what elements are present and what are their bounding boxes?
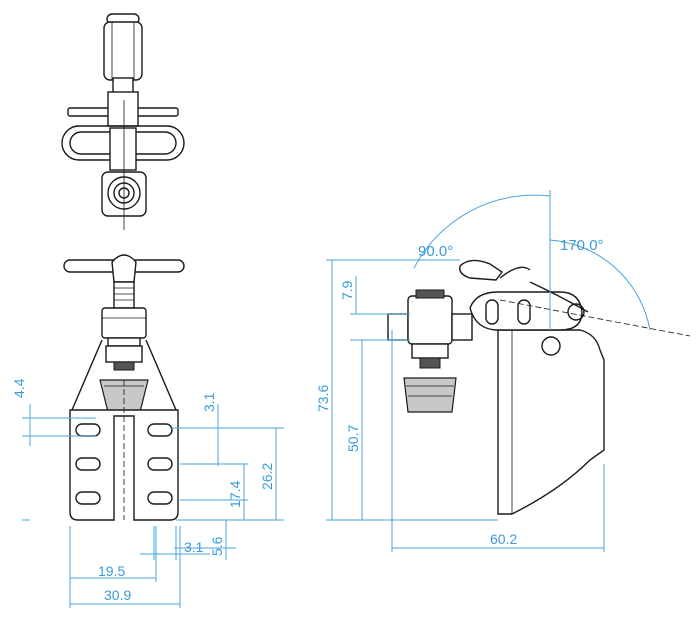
dim-slot-pitch: 17.4	[227, 481, 243, 508]
dim-slot-width: 5.6	[209, 536, 225, 556]
side-dimensions: 73.6 7.9 50.7 60.2 90.0° 170.0°	[315, 190, 651, 552]
dim-overall-height: 73.6	[315, 385, 331, 412]
dim-spindle-offset: 7.9	[339, 280, 355, 300]
side-view	[387, 196, 691, 515]
dim-slot-gap: 3.1	[184, 539, 204, 555]
dim-bolt-offset-top: 4.4	[11, 378, 27, 398]
dim-overall-height-front: 26.2	[259, 463, 275, 490]
front-dimensions: 4.4 3.1 26.2 17.4 5.6 3.1 19.5 30.9	[11, 378, 284, 608]
dim-base-width: 30.9	[104, 587, 131, 603]
angle-open: 90.0°	[418, 243, 453, 260]
dim-base-length: 60.2	[490, 531, 517, 547]
front-view	[63, 254, 185, 521]
top-view	[61, 13, 185, 230]
dim-hole-spacing: 19.5	[98, 563, 125, 579]
angle-handle: 170.0°	[560, 237, 604, 254]
dim-slot-top-offset: 3.1	[201, 392, 217, 412]
dim-spindle-height: 50.7	[345, 425, 361, 452]
